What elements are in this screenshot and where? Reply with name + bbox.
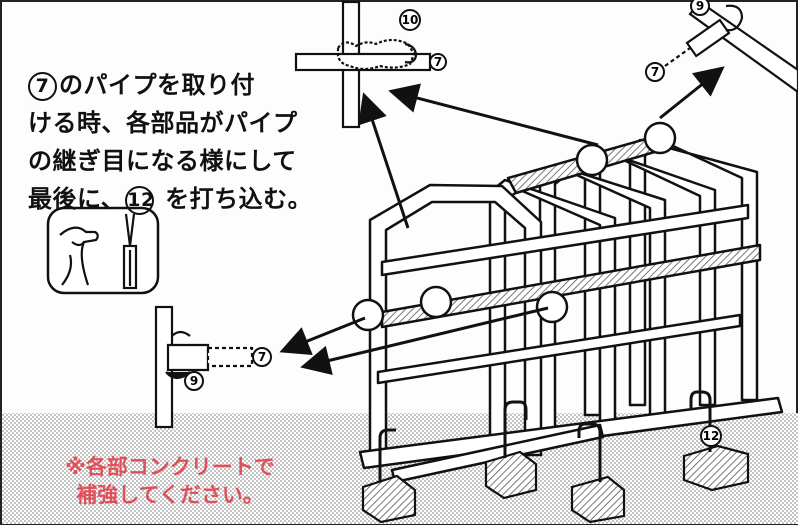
instruction-line-4-suffix: を打ち込む。 — [165, 185, 313, 213]
instruction-line-3: の継ぎ目になる様にして — [28, 147, 297, 175]
stake-blocks — [361, 390, 750, 524]
top-joint-detail — [294, 0, 447, 129]
stake-callout — [700, 425, 722, 447]
instruction-line-4-prefix: 最後に、 — [28, 185, 126, 213]
left-joint-detail — [154, 305, 272, 429]
joint-markers — [351, 121, 677, 332]
label-right-a: 9 — [696, 0, 704, 13]
concrete-warning: ※各部コンクリートで 補強してください。 — [40, 453, 300, 509]
right-joint-detail — [645, 0, 798, 94]
label-top-a: 10 — [402, 13, 419, 27]
label-stake: 12 — [703, 429, 720, 443]
warning-line-2: 補強してください。 — [76, 483, 264, 507]
pointer-arrows — [279, 66, 725, 375]
warning-line-1: ※各部コンクリートで — [65, 455, 275, 479]
label-right-b: 7 — [651, 65, 659, 79]
label-left-b: 9 — [190, 374, 198, 388]
label-top-b: 7 — [434, 55, 442, 69]
pliers-icon — [59, 226, 99, 286]
ref-pipe-badge: 7 — [28, 71, 57, 101]
label-left-a: 7 — [258, 350, 266, 364]
wrench-icon — [122, 213, 138, 290]
tools-panel — [46, 206, 160, 295]
instruction-line-1: のパイプを取り付 — [59, 71, 255, 99]
ref-stake-badge: 12 — [125, 185, 155, 215]
instruction-line-2: ける時、各部品がパイプ — [28, 109, 298, 137]
